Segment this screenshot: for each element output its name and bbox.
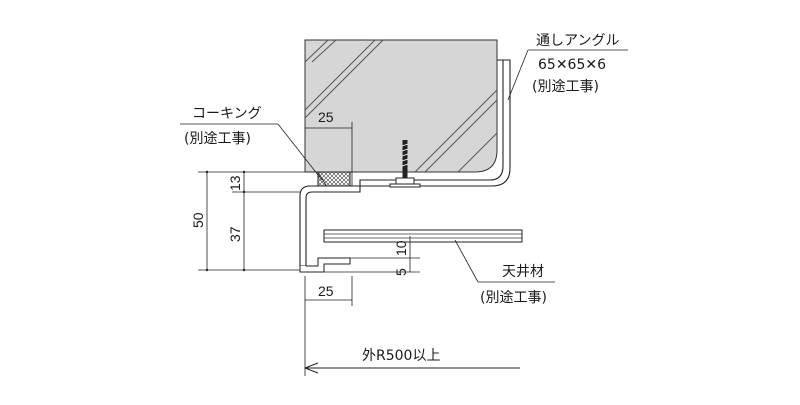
anchor-screw — [389, 140, 421, 188]
dimension-ticks — [205, 170, 246, 272]
angle-name-label: 通しアングル — [536, 33, 619, 49]
concrete-beam — [304, 39, 498, 173]
ceiling-name-label: 天井材 — [502, 264, 544, 280]
dimension-lines — [198, 122, 420, 376]
dim-37: 37 — [227, 226, 243, 242]
angle-note-label: (別途工事) — [532, 78, 599, 95]
dim-13: 13 — [227, 175, 243, 191]
caulking-note-label: (別途工事) — [184, 130, 251, 147]
through-angle — [359, 59, 511, 187]
ceiling-note-label: (別途工事) — [480, 289, 547, 306]
dim-5: 5 — [393, 268, 409, 276]
edge-trim — [299, 185, 361, 273]
dim-top-25: 25 — [318, 109, 334, 125]
leader-lines — [180, 49, 628, 283]
radius-arrow — [304, 362, 520, 374]
radius-note-label: 外R500以上 — [362, 348, 440, 364]
dim-10: 10 — [393, 240, 409, 256]
dim-bottom-25: 25 — [318, 283, 334, 299]
ceiling-board — [323, 229, 523, 243]
caulking-name-label: コーキング — [192, 106, 262, 122]
angle-size-label: 65✕65✕6 — [538, 57, 606, 73]
dim-50: 50 — [190, 212, 206, 228]
